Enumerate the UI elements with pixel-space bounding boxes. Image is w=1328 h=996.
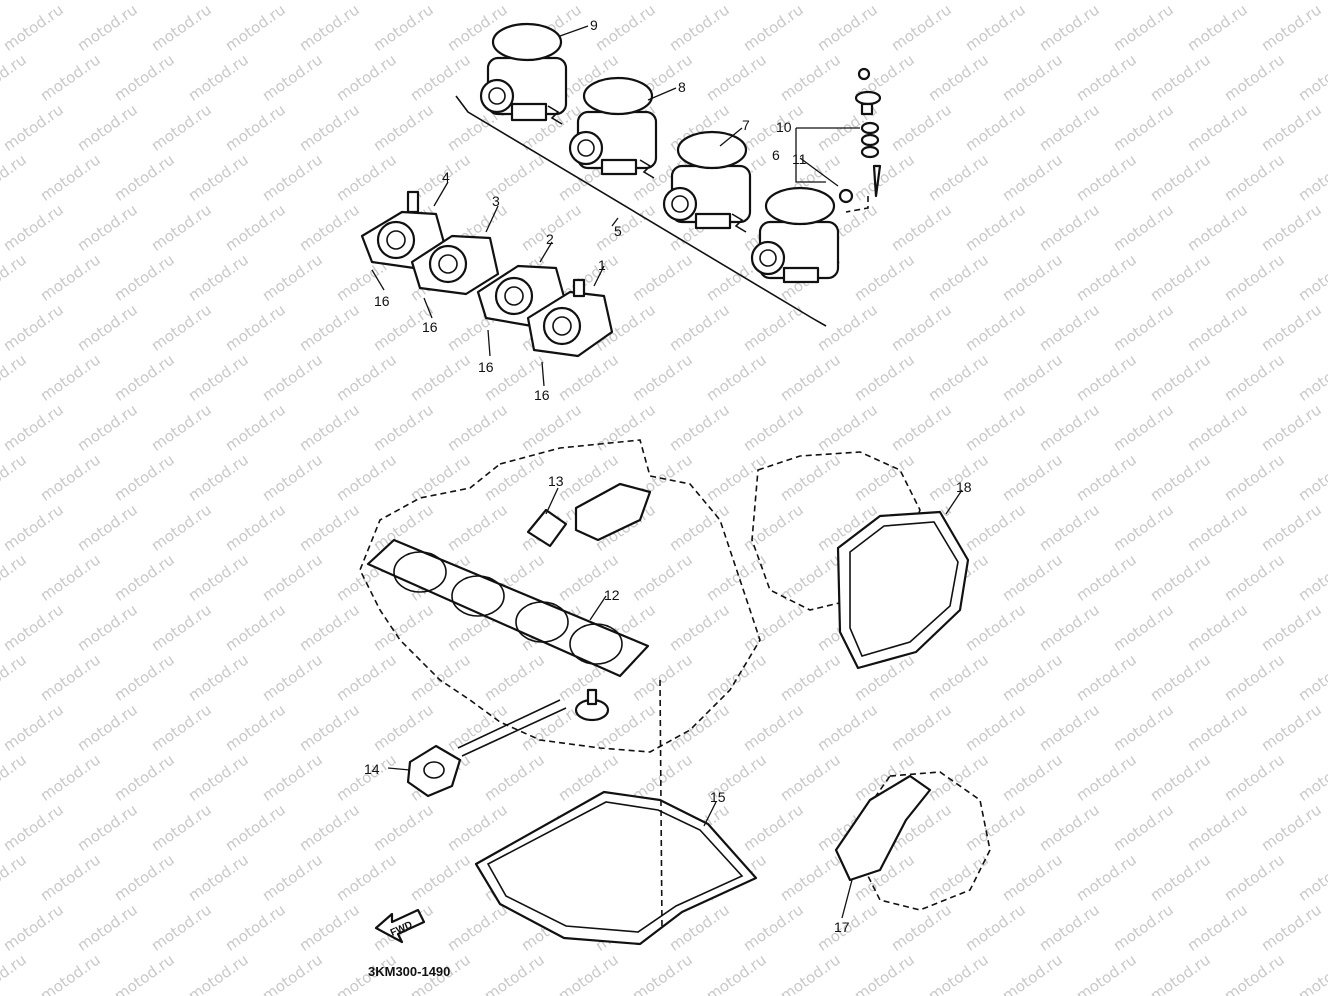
carburetor-9 <box>479 22 568 122</box>
callout-6: 6 <box>772 147 780 163</box>
leader-lines <box>371 25 963 919</box>
callout-10: 10 <box>776 119 792 135</box>
crankcase-cover-outline <box>751 451 921 611</box>
float-valve-kit <box>838 67 882 213</box>
callout-15: 15 <box>710 789 726 805</box>
oil-strainer-gasket <box>406 688 610 798</box>
carburetor-set-bracket <box>455 95 827 327</box>
callout-18: 18 <box>956 479 972 495</box>
callout-4: 4 <box>442 169 450 185</box>
callout-13: 13 <box>548 473 564 489</box>
callout-17: 17 <box>834 919 850 935</box>
callout-16-c: 16 <box>478 359 494 375</box>
generator-cover-gasket <box>834 774 932 882</box>
callout-8: 8 <box>678 79 686 95</box>
callout-5: 5 <box>614 223 622 239</box>
callout-9: 9 <box>590 17 598 33</box>
intake-joint-3 <box>410 234 500 296</box>
crankcase-cover-gasket <box>836 510 970 670</box>
diagram-code: 3KM300-1490 <box>368 964 450 979</box>
callout-11: 11 <box>792 151 807 167</box>
carburetor-7 <box>662 130 752 230</box>
callout-16-b: 16 <box>422 319 438 335</box>
intake-joint-1 <box>526 278 614 358</box>
carburetor-assembly <box>455 22 882 327</box>
generator-cover-outline <box>859 771 991 911</box>
callout-3: 3 <box>492 193 500 209</box>
oil-pan-gasket <box>474 790 758 946</box>
callout-7: 7 <box>742 117 750 133</box>
callout-16-d: 16 <box>534 387 550 403</box>
carburetor-8 <box>568 76 658 176</box>
forward-arrow-icon: FWD <box>374 908 426 944</box>
callout-1: 1 <box>598 257 606 273</box>
thermostat-gasket <box>526 482 652 548</box>
callout-16-a: 16 <box>374 293 390 309</box>
callout-2: 2 <box>546 231 554 247</box>
engine-outline <box>359 439 761 753</box>
callout-14: 14 <box>364 761 380 777</box>
carburetor-6 <box>750 186 840 284</box>
callout-12: 12 <box>604 587 620 603</box>
drain-line <box>659 679 663 931</box>
cylinder-head-gasket <box>366 538 650 678</box>
